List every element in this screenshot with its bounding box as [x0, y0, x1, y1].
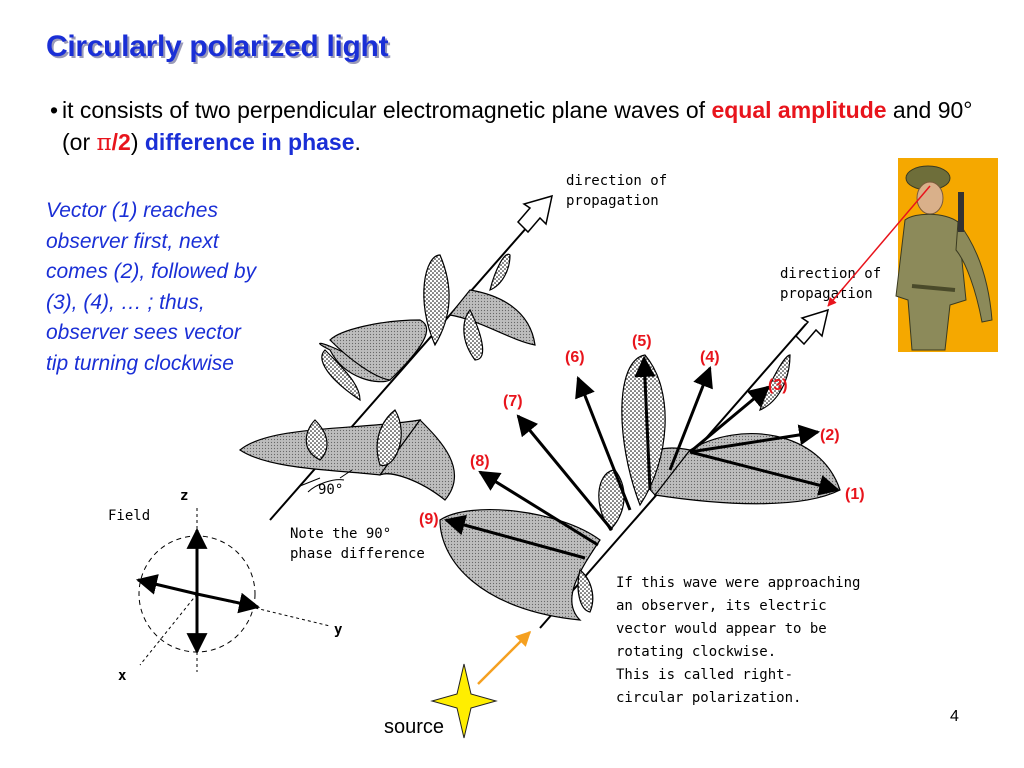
- explanation-line: an observer, its electric: [616, 598, 827, 614]
- x-axis: [139, 593, 198, 666]
- wave-lobe-dotted: [463, 308, 484, 361]
- vector-3: [689, 385, 770, 454]
- direction-label-right: direction of: [780, 266, 881, 282]
- bullet-dot: •: [50, 97, 59, 123]
- vector-8: [478, 470, 599, 547]
- vector-label-2: (2): [820, 427, 840, 444]
- bullet-part1: it consists of two perpendicular electro…: [62, 97, 712, 123]
- observer-pointer-arrow: [827, 185, 931, 307]
- difference-in-phase-emphasis: difference in phase: [144, 129, 355, 155]
- direction-label-right: propagation: [780, 286, 873, 302]
- angle-label: 90°: [318, 482, 343, 498]
- field-vector-left: [135, 574, 198, 596]
- observer-belt: [911, 284, 956, 292]
- vector-4: [668, 366, 713, 471]
- phase-note: Note the 90°: [290, 526, 391, 542]
- note-line: tip turning clockwise: [46, 351, 234, 375]
- observer-body: [895, 213, 967, 351]
- bullet-text: • it consists of two perpendicular elect…: [50, 94, 992, 159]
- observer-figure: [895, 158, 998, 352]
- wave-lobe-dotted: [598, 469, 625, 531]
- wave-lobe-gray: [329, 319, 428, 381]
- wave-lobe-gray: [379, 419, 456, 501]
- axis-x-label: x: [118, 668, 127, 684]
- vector-7: [516, 414, 614, 531]
- y-axis: [196, 593, 331, 627]
- pi-symbol: π: [96, 130, 112, 156]
- wave-lobe-gray: [238, 419, 422, 476]
- equal-amplitude-emphasis: equal amplitude: [711, 97, 887, 123]
- over-two: /2: [111, 129, 131, 155]
- page-number: 4: [950, 708, 959, 725]
- wave-lobe-dotted: [621, 354, 666, 507]
- vector-label-4: (4): [700, 349, 720, 366]
- source-arrow: [477, 630, 532, 685]
- explanation-line: circular polarization.: [616, 690, 801, 706]
- wave-lobe-gray: [439, 508, 601, 621]
- explanation-line: This is called right-: [616, 667, 793, 683]
- wave-lobe-dotted: [321, 349, 361, 402]
- wave-lobe-dotted: [423, 254, 450, 347]
- explanation-line: vector would appear to be: [616, 621, 827, 637]
- angle-tick: [339, 469, 353, 479]
- bullet-part4: .: [354, 129, 361, 155]
- observer-arm: [955, 220, 993, 323]
- source-label: source: [384, 716, 445, 738]
- wave-lobe-dotted: [376, 409, 402, 466]
- note-line: observer sees vector: [46, 321, 241, 344]
- vector-label-8: (8): [470, 453, 490, 470]
- wave-lobe-dotted: [489, 253, 511, 292]
- explanation-line: rotating clockwise.: [616, 644, 776, 660]
- wave-lobe-dotted: [305, 419, 328, 461]
- propagation-axis: [269, 225, 529, 521]
- vector-label-6: (6): [565, 349, 585, 366]
- vector-label-7: (7): [503, 393, 523, 410]
- vector-1: [689, 450, 841, 496]
- left-wave-group: [238, 194, 553, 521]
- slide-title: Circularly polarized light: [46, 30, 389, 63]
- axis-y-label: y: [334, 622, 343, 638]
- field-axes: [135, 508, 331, 672]
- propagation-arrow-left: [516, 194, 553, 234]
- angle-arc: [307, 479, 345, 493]
- note-line: (3), (4), … ; thus,: [46, 290, 205, 314]
- vector-label-3: (3): [768, 377, 788, 394]
- vector-9: [443, 514, 586, 560]
- bullet-part2: and 90° (or: [62, 97, 973, 155]
- source-star-icon: [430, 663, 498, 739]
- vector-label-9: (9): [419, 511, 439, 528]
- direction-label-left: direction of: [566, 173, 667, 189]
- vector-label-1: (1): [845, 486, 865, 503]
- vector-2: [689, 424, 821, 454]
- field-vector-right: [196, 592, 261, 614]
- vector-6: [575, 376, 632, 511]
- note-line: observer first, next: [46, 229, 219, 253]
- direction-label-left: propagation: [566, 193, 659, 209]
- note-line: comes (2), followed by: [46, 260, 257, 283]
- vector-5: [634, 355, 656, 491]
- note-line: Vector (1) reaches: [46, 199, 218, 222]
- wave-lobe-gray: [448, 289, 536, 346]
- observer-note: Vector (1) reaches observer first, next …: [46, 196, 316, 379]
- wave-lobe-dotted: [577, 568, 594, 613]
- propagation-arrow-right: [794, 308, 830, 346]
- explanation-line: If this wave were approaching: [616, 575, 860, 591]
- right-wave-group: [439, 308, 841, 629]
- field-label: Field: [108, 508, 150, 524]
- vector-label-5: (5): [632, 333, 652, 350]
- rifle-icon: [958, 192, 964, 232]
- phase-note: phase difference: [290, 546, 425, 562]
- angle-tick: [299, 477, 321, 487]
- bullet-part3: ): [130, 129, 145, 155]
- axis-z-label: z: [180, 488, 188, 504]
